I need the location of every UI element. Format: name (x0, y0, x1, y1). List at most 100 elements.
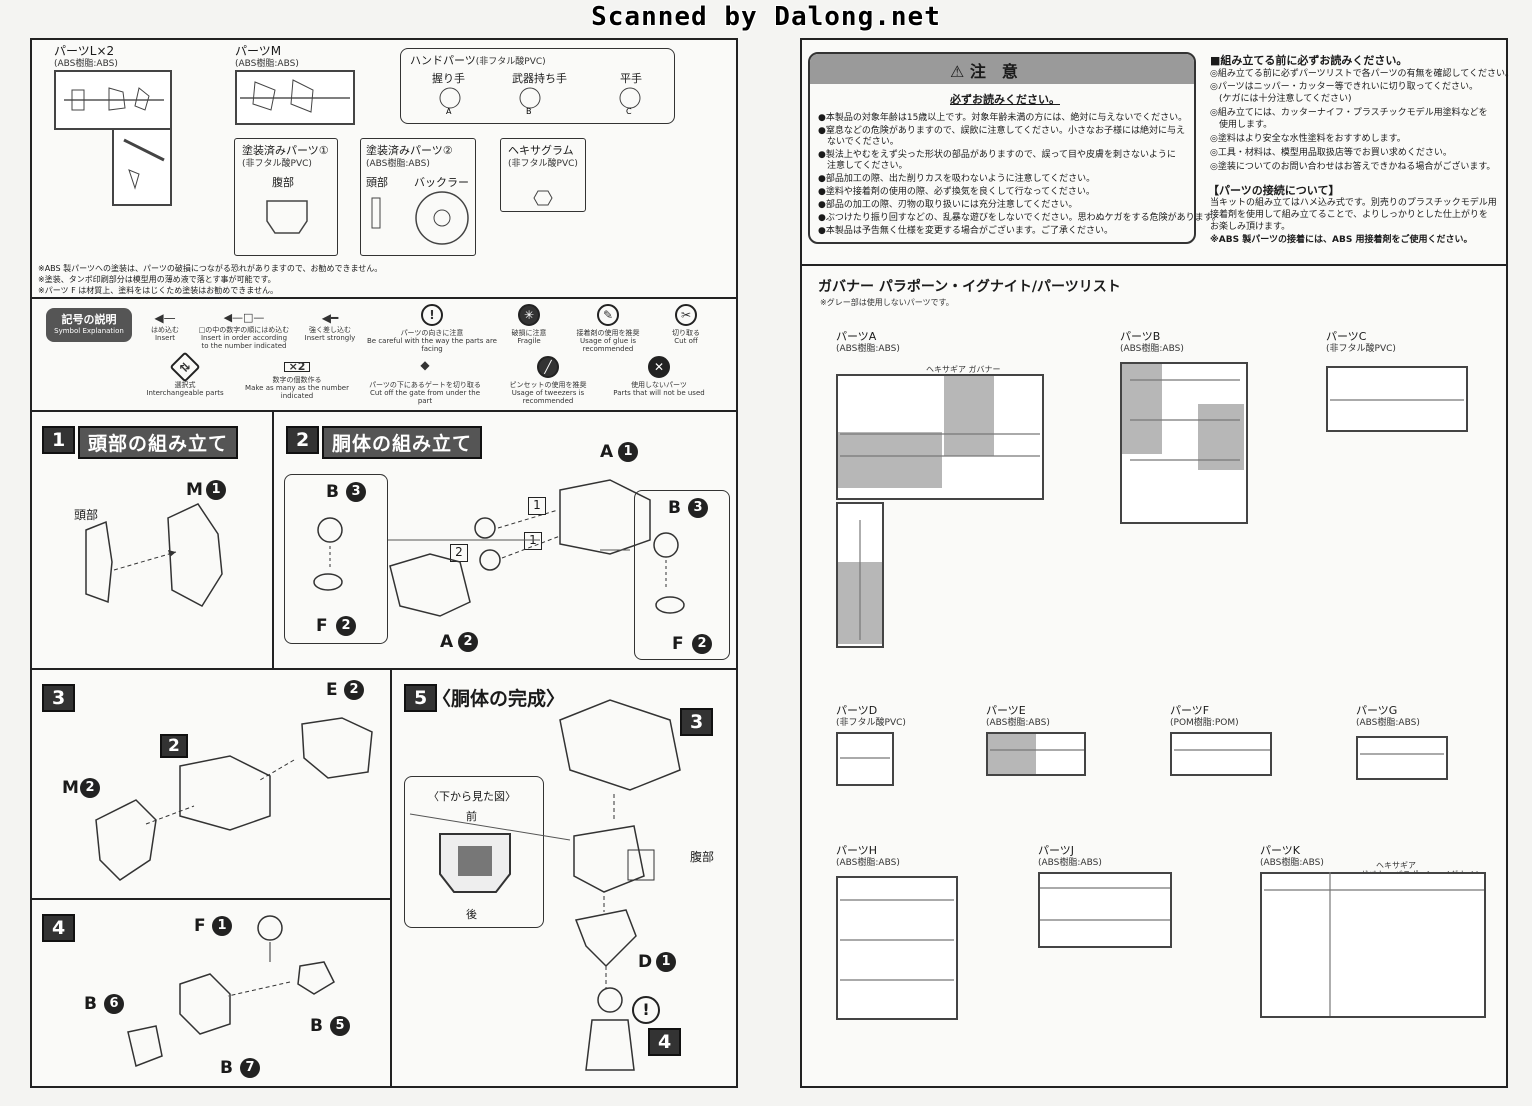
parts-f-sprue (1170, 732, 1272, 776)
caution-header (810, 54, 1194, 84)
step4-b5-num: 5 (330, 1016, 350, 1036)
parts-l-sprue-lower (112, 128, 172, 206)
parts-f-sub: (POM樹脂:POM) (1170, 718, 1239, 728)
step2-b-right: B (668, 498, 681, 518)
step-4-number: 4 (42, 914, 76, 942)
caution-must-read: 必ずお読みください。 (950, 93, 1060, 106)
parts-b-title: パーツB (1120, 330, 1161, 343)
caution-title: ⚠ 注 意 (950, 62, 1018, 81)
step5-caution-icon: ! (632, 996, 660, 1024)
painted-2-sub: (ABS樹脂:ABS) (366, 159, 430, 169)
step1-part-m: M (186, 480, 203, 500)
step3-m-label: M (62, 778, 79, 798)
step2-b-right-num: 3 (688, 498, 708, 518)
symbol-title: 記号の説明 (61, 313, 117, 326)
hand-flat-label: 平手 (620, 72, 642, 85)
buckler-drawing (371, 191, 469, 245)
step5-d-num: 1 (656, 952, 676, 972)
svg-text:A: A (446, 107, 452, 116)
warning-icon: ⚠ (950, 62, 970, 81)
parts-e-title: パーツE (986, 704, 1026, 717)
painted-1-item: 腹部 (272, 176, 294, 189)
step2-seq-1a: 1 (528, 497, 546, 515)
step5-front-label: 前 (466, 810, 477, 823)
step5-drawing (409, 699, 681, 1071)
step-3-number: 3 (42, 684, 76, 712)
parts-note-2: ※塗装、タンポ印刷部分は模型用の薄め液で落とす事が可能です。 (38, 275, 276, 284)
symbol-explanation-badge: 記号の説明 Symbol Explanation (46, 308, 132, 342)
step2-f-left: F (316, 616, 328, 636)
parts-a-sub: (ABS樹脂:ABS) (836, 344, 900, 354)
parts-h-sub: (ABS樹脂:ABS) (836, 858, 900, 868)
painted-1-sub: (非フタル酸PVC) (242, 159, 312, 169)
step5-ref-3: 3 (680, 708, 714, 736)
hand-weapon-label: 武器持ち手 (512, 72, 567, 85)
sprue-runners (840, 379, 1484, 1016)
step3-m-num: 2 (80, 778, 100, 798)
parts-m-sub: (ABS樹脂:ABS) (235, 59, 299, 69)
left-page (30, 38, 738, 1088)
parts-l-drawing (64, 87, 165, 190)
step4-b7-label: B (220, 1058, 233, 1078)
painted-1-title: 塗装済みパーツ① (242, 144, 329, 157)
step3-ref-2: 2 (160, 734, 188, 758)
parts-d-sub: (非フタル酸PVC) (836, 718, 906, 728)
step5-bottom-view (404, 776, 544, 928)
parts-h-title: パーツH (836, 844, 878, 857)
parts-k-sprue (1260, 872, 1486, 1018)
parts-b-unused-1 (1122, 364, 1162, 454)
hexagram-box (500, 138, 586, 212)
step3-e-label: E (326, 680, 338, 700)
parts-c-sprue (1326, 366, 1468, 432)
parts-b-unused-2 (1198, 404, 1244, 470)
parts-j-title: パーツJ (1038, 844, 1075, 857)
step5-d-label: D (638, 952, 653, 972)
step2-f-right-num: 2 (692, 634, 712, 654)
step4-b5-label: B (310, 1016, 323, 1036)
hexagram-drawing (533, 190, 553, 206)
before-title: ■組み立てる前に必ずお読みください。 (1210, 54, 1408, 67)
step5-abdomen-label: 腹部 (690, 850, 715, 864)
painted-parts-1-box (234, 138, 338, 256)
parts-l-sub: (ABS樹脂:ABS) (54, 59, 118, 69)
parts-a-title: パーツA (836, 330, 877, 343)
step2-a-bottom: A (440, 632, 454, 652)
hand-grip-label: 握り手 (432, 72, 465, 85)
step3-e-num: 2 (344, 680, 364, 700)
step4-f-label: F (194, 916, 206, 936)
parts-a-label: ヘキサギア ガバナー (926, 365, 1001, 374)
abdomen-part-drawing (266, 200, 308, 234)
step-5-title: 〈胴体の完成〉 (432, 688, 566, 710)
parts-c-title: パーツC (1326, 330, 1367, 343)
step2-a-bottom-num: 2 (458, 632, 478, 652)
svg-text:C: C (626, 107, 632, 116)
parts-k-label-1: ヘキサギア (1376, 861, 1416, 870)
step4-b6-num: 6 (104, 994, 124, 1014)
step-2-number: 2 (286, 426, 320, 454)
parts-g-sprue (1356, 736, 1448, 780)
hexagram-title: ヘキサグラム (508, 144, 574, 157)
step3-drawing (95, 717, 373, 881)
painted-2-head: 頭部 (366, 176, 388, 189)
step-5-number: 5 (404, 684, 438, 712)
step5-back-label: 後 (466, 908, 477, 921)
parts-g-title: パーツG (1356, 704, 1398, 717)
step2-f-right: F (672, 634, 684, 654)
parts-note-1: ※ABS 製パーツへの塗装は、パーツの破損につながる恐れがありますので、お勧めで… (38, 264, 383, 273)
parts-note-3: ※パーツ F は材質上、塗料をはじくため塗装はお勧めできません。 (38, 286, 278, 295)
step2-torso-drawing (313, 479, 685, 617)
painted-parts-2-box (360, 138, 476, 256)
step2-f-left-num: 2 (336, 616, 356, 636)
step-1-number: 1 (42, 426, 76, 454)
step2-a-top-num: 1 (618, 442, 638, 462)
